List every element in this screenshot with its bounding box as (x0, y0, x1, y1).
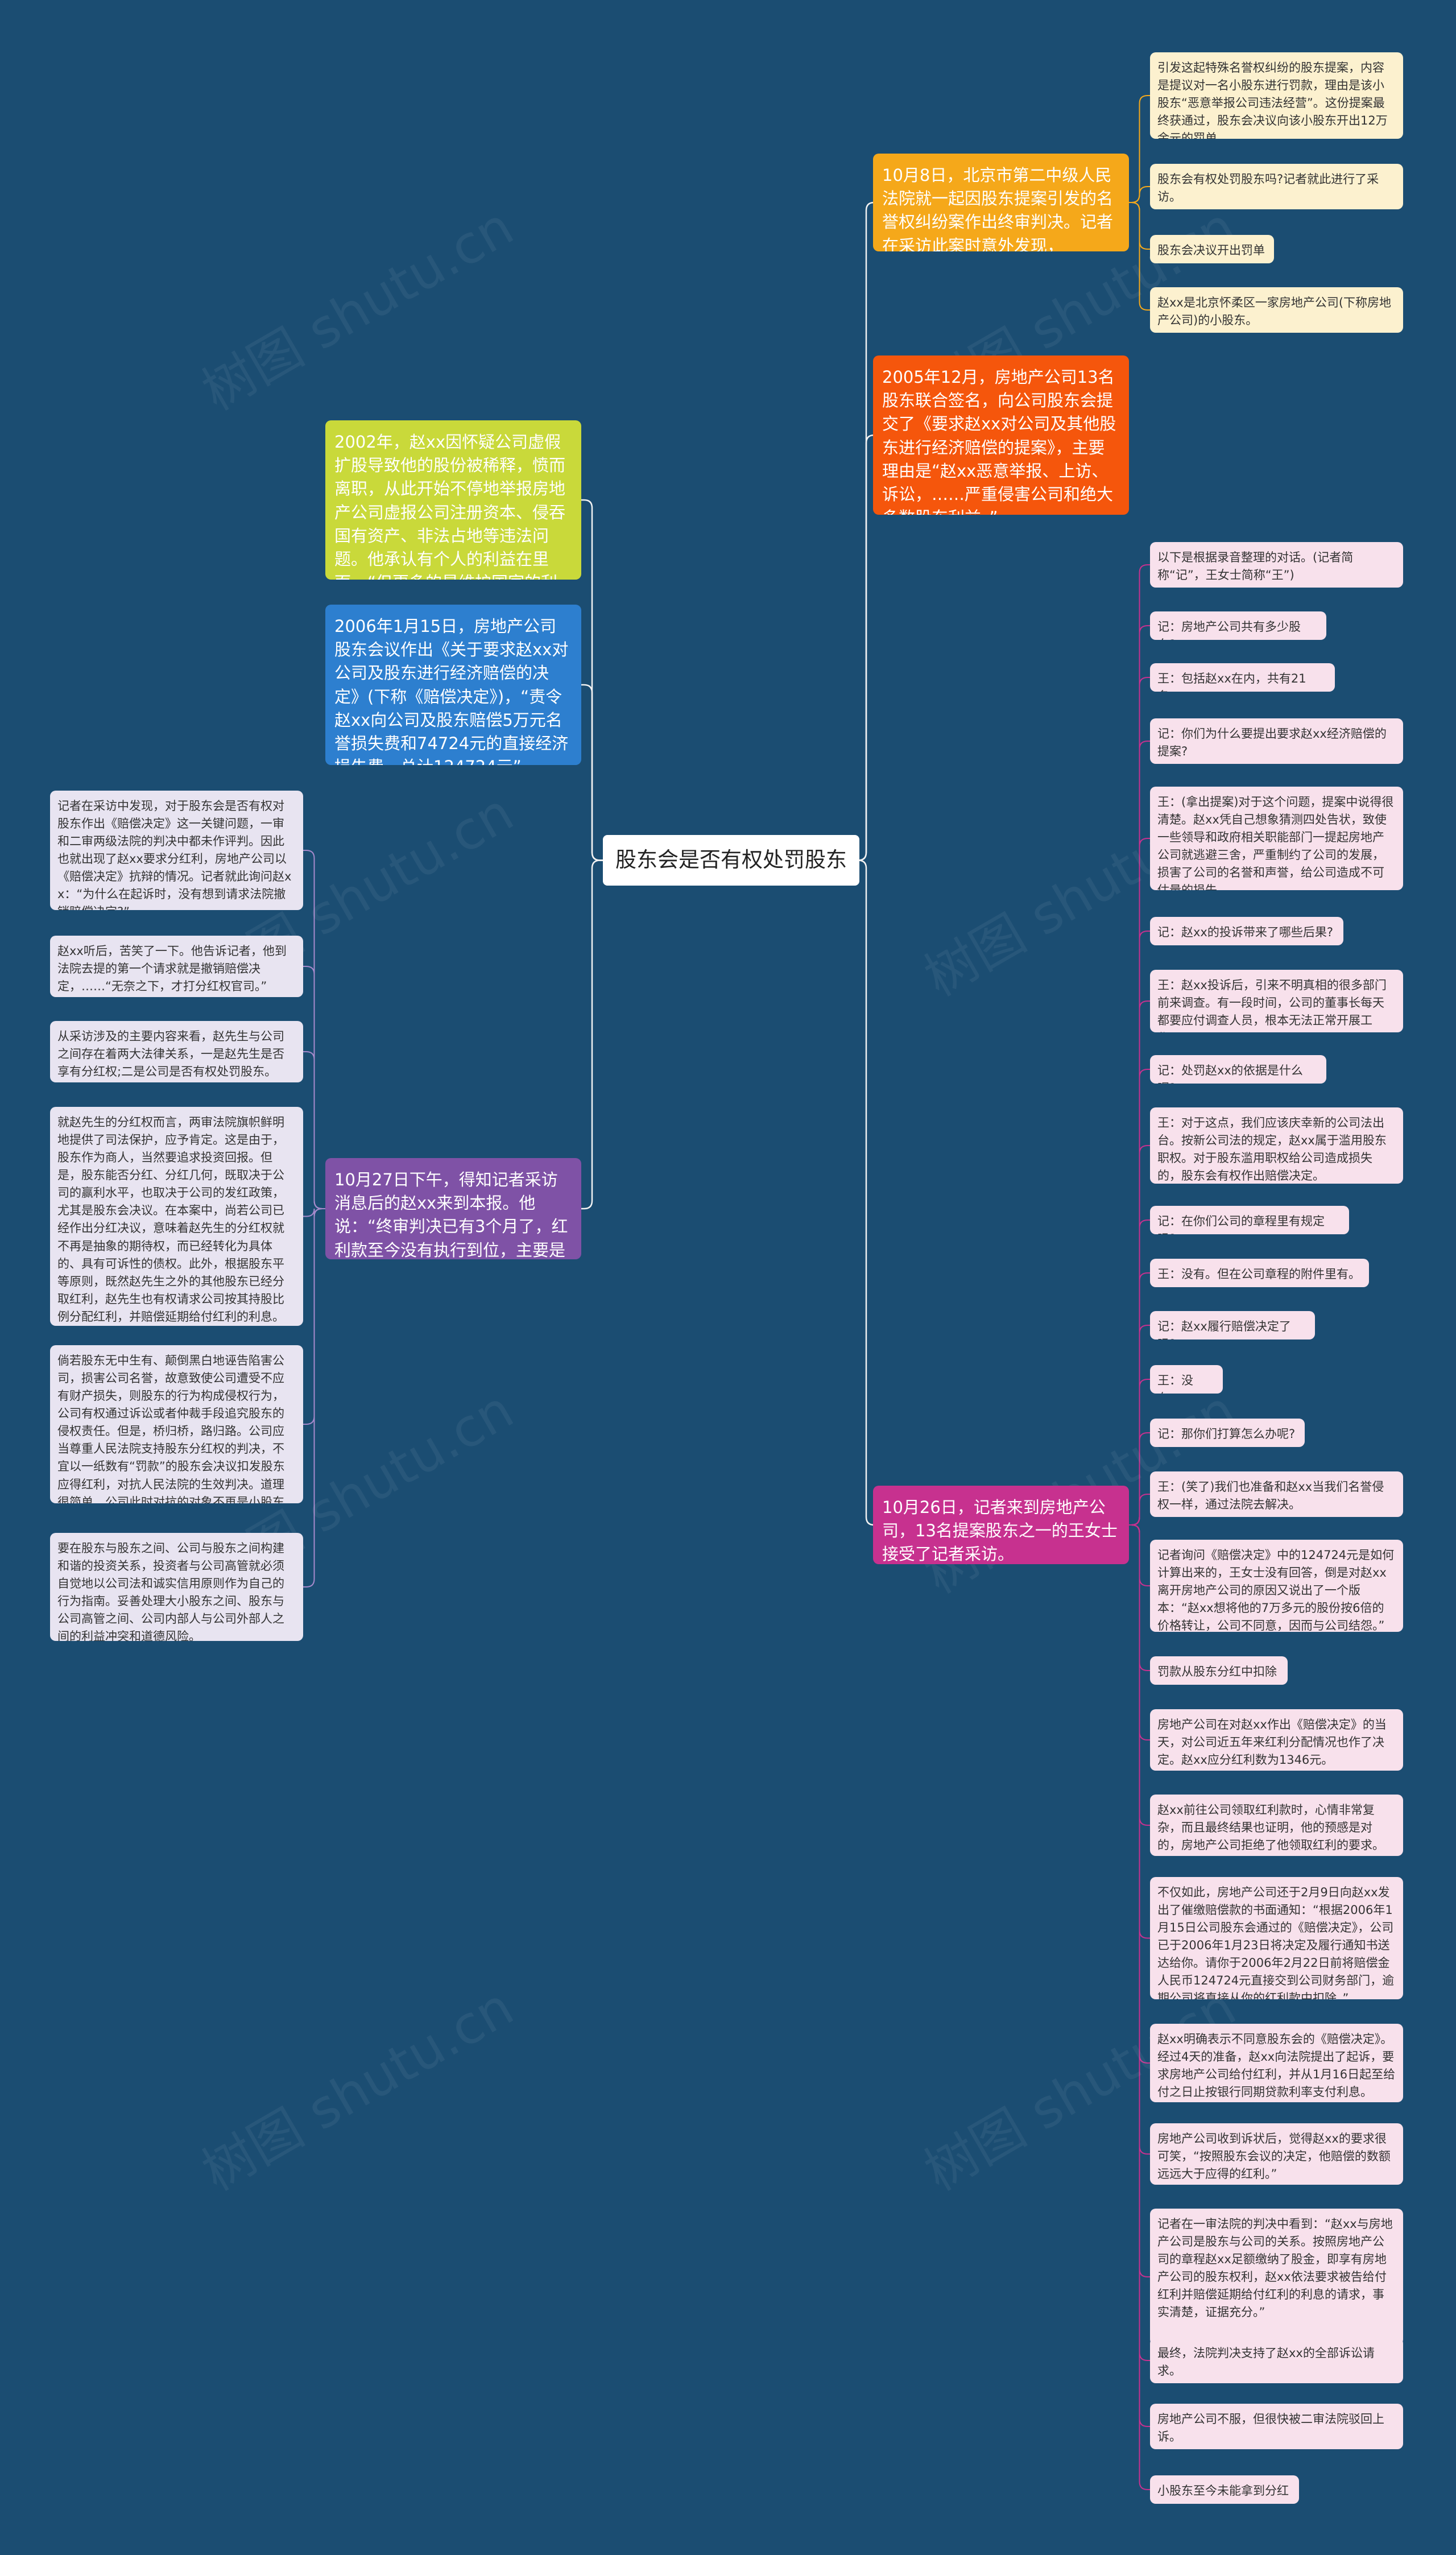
interview-line[interactable]: 记：赵xx履行赔偿决定了吗? (1150, 1311, 1315, 1339)
branch-connector (1129, 1524, 1150, 1826)
narrative-line[interactable]: 赵xx前往公司领取红利款时，心情非常复杂，而且最终结果也证明，他的预感是对的，房… (1150, 1795, 1403, 1856)
interview-line[interactable]: 王：(笑了)我们也准备和赵xx当我们名誉侵权一样，通过法院去解决。 (1150, 1471, 1403, 1517)
right-detail[interactable]: 股东会决议开出罚单 (1150, 235, 1274, 263)
left-detail[interactable]: 赵xx听后，苦笑了一下。他告诉记者，他到法院去提的第一个请求就是撤销赔偿决定，…… (50, 936, 303, 997)
interview-line[interactable]: 记：处罚赵xx的依据是什么呢? (1150, 1055, 1326, 1084)
branch-connector (1129, 1145, 1150, 1525)
branch-connector (303, 1208, 325, 1587)
narrative-line[interactable]: 房地产公司在对赵xx作出《赔偿决定》的当天，对公司近五年来红利分配情况也作了决定… (1150, 1709, 1403, 1771)
watermark: 树图 shutu.cn (192, 196, 524, 423)
branch-connector (303, 1208, 325, 1425)
root-connector (858, 859, 875, 1526)
left-topic-2006-decision[interactable]: 2006年1月15日，房地产公司股东会议作出《关于要求赵xx对公司及股东进行经济… (325, 605, 581, 765)
interview-line[interactable]: 以下是根据录音整理的对话。(记者简称“记”，王女士简称“王”) (1150, 542, 1403, 588)
branch-connector (1129, 1272, 1150, 1525)
branch-connector (1129, 202, 1150, 311)
right-detail[interactable]: 引发这起特殊名誉权纠纷的股东提案，内容是提议对一名小股东进行罚款，理由是该小股东… (1150, 52, 1403, 139)
root-connector (858, 201, 875, 861)
branch-connector (303, 966, 325, 1209)
narrative-line[interactable]: 房地产公司不服，但很快被二审法院驳回上诉。 (1150, 2404, 1403, 2449)
branch-connector (1129, 1524, 1150, 2427)
interview-line[interactable]: 记：房地产公司共有多少股东? (1150, 611, 1326, 640)
interview-line[interactable]: 记：在你们公司的章程里有规定吗? (1150, 1206, 1349, 1234)
section-heading[interactable]: 罚款从股东分红中扣除 (1150, 1656, 1288, 1685)
interview-line[interactable]: 王：没有。 (1150, 1365, 1223, 1394)
branch-connector (1129, 1325, 1150, 1525)
root-connector (581, 499, 603, 861)
branch-connector (1129, 625, 1150, 1525)
branch-connector (1129, 677, 1150, 1525)
right-detail[interactable]: 赵xx是北京怀柔区一家房地产公司(下称房地产公司)的小股东。 (1150, 287, 1403, 333)
branch-connector (1129, 1524, 1150, 1586)
branch-connector (1129, 1524, 1150, 2155)
branch-connector (1129, 1524, 1150, 1671)
interview-line[interactable]: 记：赵xx的投诉带来了哪些后果? (1150, 917, 1343, 945)
left-topic-oct27[interactable]: 10月27日下午，得知记者采访消息后的赵xx来到本报。他说：“终审判决已有3个月… (325, 1158, 581, 1259)
right-detail[interactable]: 股东会有权处罚股东吗?记者就此进行了采访。 (1150, 164, 1403, 209)
branch-connector (1129, 931, 1150, 1525)
branch-connector (1129, 186, 1150, 203)
branch-connector (1129, 1494, 1150, 1525)
section-heading[interactable]: 小股东至今未能拿到分红 (1150, 2475, 1299, 2504)
left-detail[interactable]: 倘若股东无中生有、颠倒黑白地诬告陷害公司，损害公司名誉，故意致使公司遭受不应有财… (50, 1345, 303, 1503)
branch-connector (1129, 741, 1150, 1525)
branch-connector (303, 850, 325, 1209)
right-topic-2005-proposal[interactable]: 2005年12月，房地产公司13名股东联合签名，向公司股东会提交了《要求赵xx对… (873, 355, 1129, 515)
branch-connector (1129, 1432, 1150, 1525)
branch-connector (1129, 1379, 1150, 1525)
branch-connector (1129, 1524, 1150, 2361)
left-detail[interactable]: 记者在采访中发现，对于股东会是否有权对股东作出《赔偿决定》这一关键问题，一审和二… (50, 791, 303, 910)
left-topic-2002[interactable]: 2002年，赵xx因怀疑公司虚假扩股导致他的股份被稀释，愤而离职，从此开始不停地… (325, 420, 581, 580)
interview-line[interactable]: 王：没有。但在公司章程的附件里有。 (1150, 1259, 1369, 1287)
branch-connector (1129, 1524, 1150, 2277)
interview-line[interactable]: 王：赵xx投诉后，引来不明真相的很多部门前来调查。有一段时间，公司的董事长每天都… (1150, 970, 1403, 1032)
right-topic-oct26[interactable]: 10月26日，记者来到房地产公司，13名提案股东之一的王女士接受了记者采访。 (873, 1486, 1129, 1564)
left-detail[interactable]: 要在股东与股东之间、公司与股东之间构建和谐的投资关系，投资者与公司高管就必须自觉… (50, 1533, 303, 1641)
narrative-line[interactable]: 记者在一审法院的判决中看到：“赵xx与房地产公司是股东与公司的关系。按照房地产公… (1150, 2209, 1403, 2345)
interview-line[interactable]: 王：对于这点，我们应该庆幸新的公司法出台。按新公司法的规定，赵xx属于滥用股东职… (1150, 1107, 1403, 1184)
root-connector (858, 434, 875, 861)
branch-connector (303, 1051, 325, 1209)
interview-line[interactable]: 王：包括赵xx在内，共有21名。 (1150, 663, 1335, 692)
left-detail[interactable]: 就赵先生的分红权而言，两审法院旗帜鲜明地提供了司法保护，应予肯定。这是由于，股东… (50, 1107, 303, 1326)
interview-line[interactable]: 记：那你们打算怎么办呢? (1150, 1419, 1305, 1447)
narrative-line[interactable]: 赵xx明确表示不同意股东会的《赔偿决定》。经过4天的准备，赵xx向法院提出了起诉… (1150, 2024, 1403, 2102)
branch-connector (1129, 1000, 1150, 1525)
left-detail[interactable]: 从采访涉及的主要内容来看，赵先生与公司之间存在着两大法律关系，一是赵先生是否享有… (50, 1021, 303, 1082)
interview-line[interactable]: 记：你们为什么要提出要求赵xx经济赔偿的提案? (1150, 718, 1403, 764)
root-connector (581, 684, 603, 861)
branch-connector (1129, 1219, 1150, 1525)
branch-connector (1129, 1524, 1150, 1939)
root-topic[interactable]: 股东会是否有权处罚股东 (603, 835, 859, 886)
branch-connector (1129, 1069, 1150, 1525)
branch-connector (303, 1208, 325, 1217)
interview-line[interactable]: 记者询问《赔偿决定》中的124724元是如何计算出来的，王女士没有回答，倒是对赵… (1150, 1540, 1403, 1632)
branch-connector (1129, 95, 1150, 203)
root-connector (581, 859, 603, 1210)
interview-line[interactable]: 王：(拿出提案)对于这个问题，提案中说得很清楚。赵xx凭自己想象猜测四处告状，致… (1150, 787, 1403, 890)
watermark: 树图 shutu.cn (192, 1976, 524, 2203)
branch-connector (1129, 1524, 1150, 1740)
branch-connector (1129, 564, 1150, 1525)
right-topic-oct8[interactable]: 10月8日，北京市第二中级人民法院就一起因股东提案引发的名誉权纠纷案作出终审判决… (873, 154, 1129, 251)
branch-connector (1129, 1524, 1150, 2490)
narrative-line[interactable]: 不仅如此，房地产公司还于2月9日向赵xx发出了催缴赔偿款的书面通知：“根据200… (1150, 1877, 1403, 1999)
branch-connector (1129, 202, 1150, 250)
narrative-line[interactable]: 房地产公司收到诉状后，觉得赵xx的要求很可笑，“按照股东会议的决定，他赔偿的数额… (1150, 2123, 1403, 2185)
branch-connector (1129, 838, 1150, 1525)
narrative-line[interactable]: 最终，法院判决支持了赵xx的全部诉讼请求。 (1150, 2338, 1403, 2383)
branch-connector (1129, 1524, 1150, 2064)
